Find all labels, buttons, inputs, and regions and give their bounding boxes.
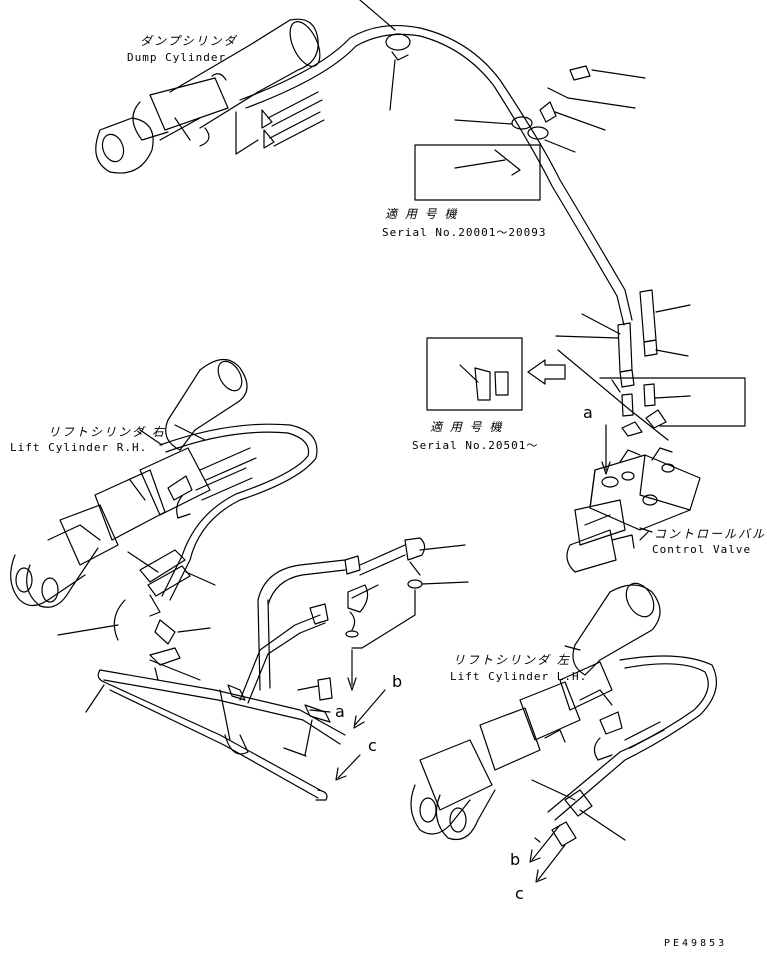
dump-fittings-drawing — [261, 91, 325, 149]
valve-fittings-drawing — [555, 289, 746, 441]
serial-2-label-jp: 適 用 号 機 — [430, 420, 504, 434]
lift-cylinder-rh-label-en: Lift Cylinder R.H. — [10, 441, 148, 454]
serial-1-label-jp: 適 用 号 機 — [385, 207, 459, 221]
control-valve-label-en: Control Valve — [652, 543, 752, 556]
main-hose-drawing — [239, 0, 633, 326]
arrows-bc-bottom — [529, 824, 566, 883]
control-valve-label-jp: コントロールバルブ — [654, 527, 767, 541]
lh-hose-loop — [531, 655, 718, 847]
marker-a-frame: a — [335, 702, 345, 721]
marker-b-frame: b — [392, 672, 403, 691]
serial-1-label-en: Serial No.20001～20093 — [382, 226, 547, 239]
leader-lines-top — [454, 69, 646, 153]
marker-a-valve: a — [583, 403, 593, 422]
serial-box-1-drawing — [414, 144, 541, 201]
marker-c-lh: c — [515, 884, 524, 903]
rh-fittings — [57, 549, 216, 645]
dump-cylinder-label-en: Dump Cylinder — [127, 51, 227, 64]
dump-cylinder-drawing — [95, 18, 321, 174]
lift-cylinder-lh-label-en: Lift Cylinder L.H. — [450, 670, 588, 683]
rh-hose-loop — [159, 423, 318, 601]
dump-cylinder-label-jp: ダンプシリンダ — [140, 34, 238, 48]
label-leaders — [139, 429, 649, 651]
clamp-drawing — [511, 65, 591, 140]
marker-b-lh: b — [510, 850, 521, 869]
serial-box-2-drawing — [426, 337, 566, 411]
lift-cylinder-rh-drawing — [10, 358, 257, 608]
rh-pipe-frame — [85, 537, 426, 801]
arrows-bc-mid — [335, 689, 386, 781]
lift-cylinder-rh-label-jp: リフトシリンダ 右 — [48, 425, 166, 439]
elbow-fittings — [283, 544, 469, 757]
drawing-reference-number: PE49853 — [664, 938, 728, 949]
lift-cylinder-lh-drawing — [410, 582, 665, 841]
lift-cylinder-lh-label-jp: リフトシリンダ 左 — [453, 653, 571, 667]
serial-2-label-en: Serial No.20501～ — [412, 439, 539, 452]
marker-c-frame: c — [368, 736, 377, 755]
control-valve-drawing — [566, 447, 701, 573]
